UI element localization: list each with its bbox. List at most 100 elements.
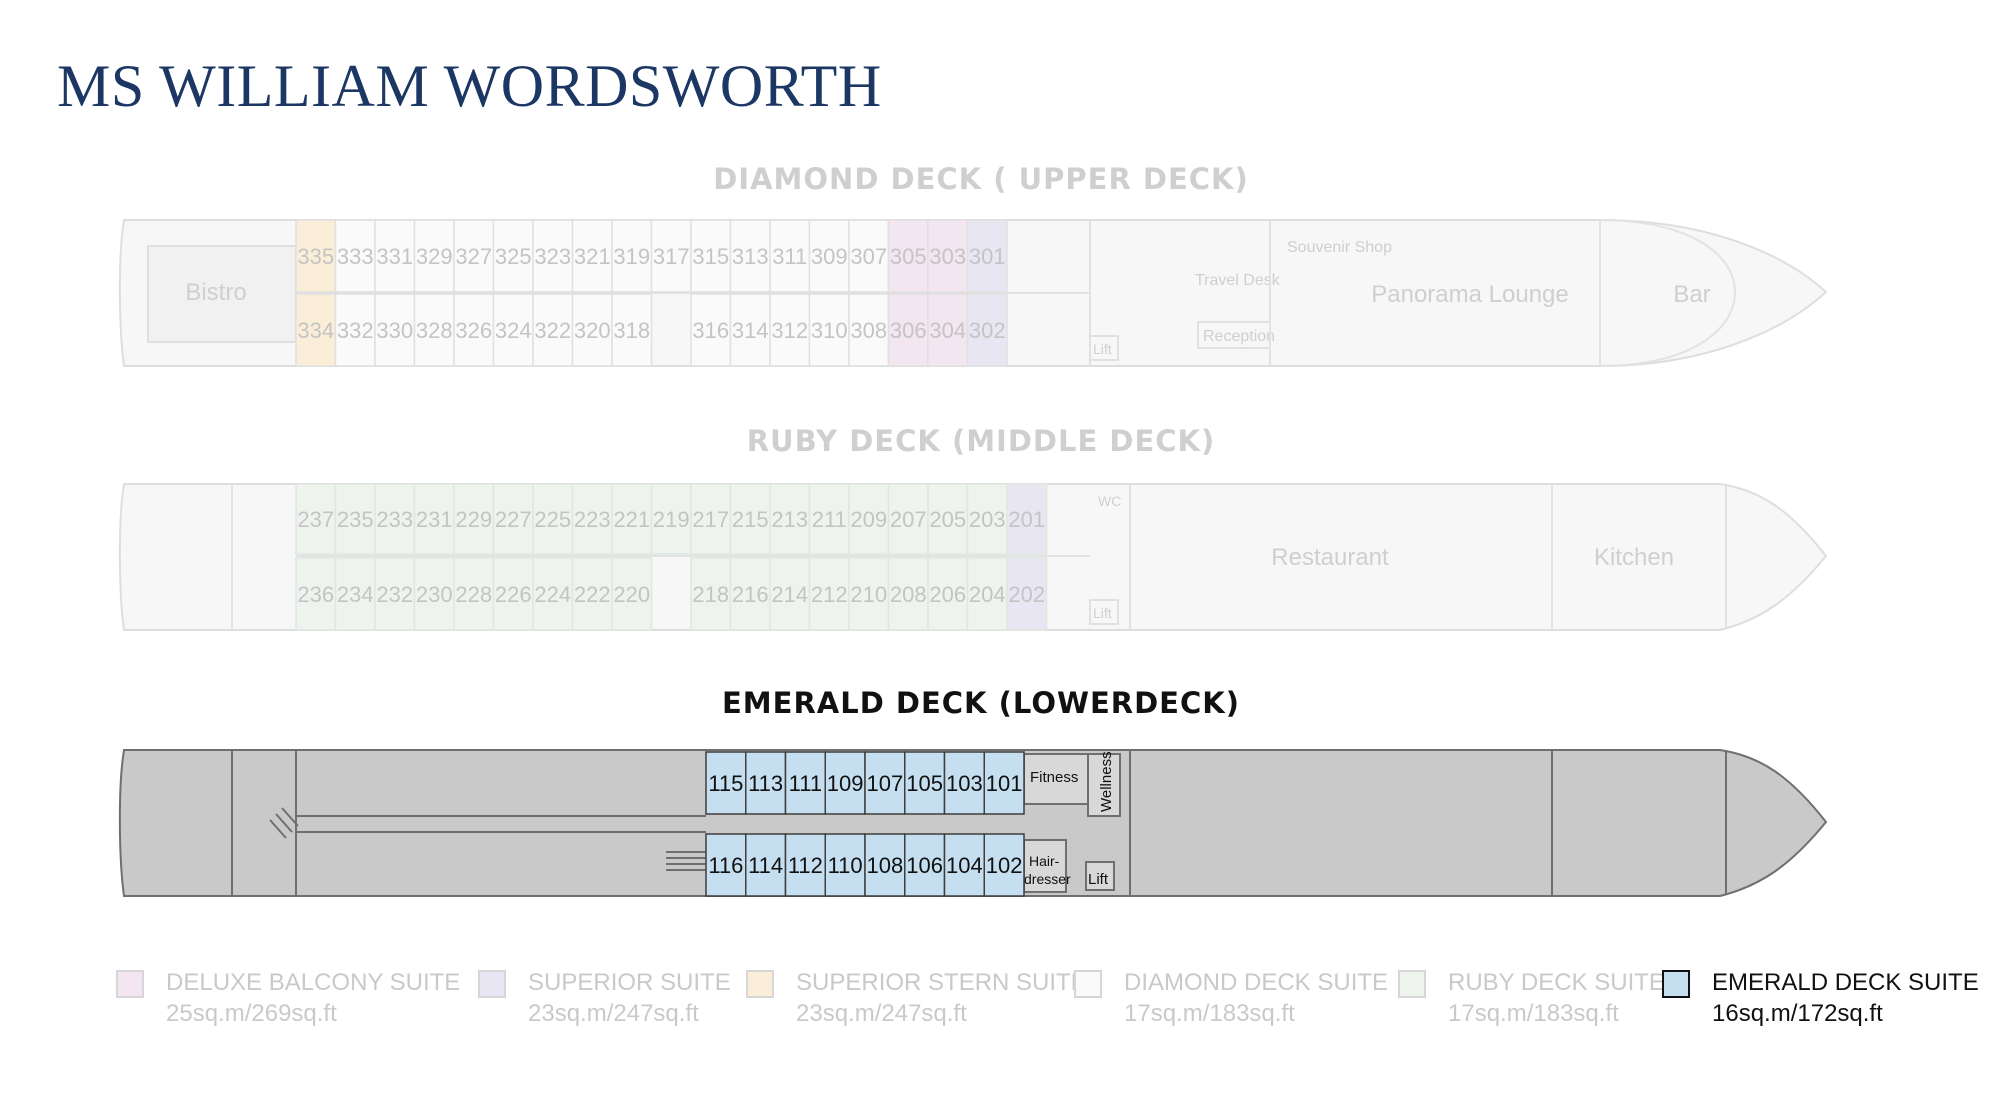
cabin-number: 223 xyxy=(574,507,611,532)
emerald-corridor xyxy=(296,815,706,833)
cabin-number: 230 xyxy=(416,582,453,607)
cabin-number: 234 xyxy=(337,582,374,607)
cabin-334[interactable] xyxy=(295,293,337,367)
cabin-206[interactable] xyxy=(927,557,969,631)
cabin-101[interactable] xyxy=(983,751,1025,815)
cabin-318[interactable] xyxy=(611,293,653,367)
cabin-309[interactable] xyxy=(808,219,850,293)
cabin-number: 219 xyxy=(653,507,690,532)
cabin-330[interactable] xyxy=(374,293,416,367)
cabin-207[interactable] xyxy=(887,483,929,555)
kitchen-label: Kitchen xyxy=(1594,544,1674,571)
cabin-211[interactable] xyxy=(808,483,850,555)
cabin-321[interactable] xyxy=(571,219,613,293)
cabin-number: 320 xyxy=(574,318,611,343)
cabin-323[interactable] xyxy=(532,219,574,293)
cabin-306[interactable] xyxy=(887,293,929,367)
cabin-234[interactable] xyxy=(334,557,376,631)
cabin-114[interactable] xyxy=(745,833,787,897)
cabin-308[interactable] xyxy=(848,293,890,367)
cabin-number: 114 xyxy=(748,853,783,878)
cabin-222[interactable] xyxy=(571,557,613,631)
cabin-326[interactable] xyxy=(453,293,495,367)
cabin-310[interactable] xyxy=(808,293,850,367)
cabin-223[interactable] xyxy=(571,483,613,555)
legend-name: DELUXE BALCONY SUITE xyxy=(166,969,461,996)
cabin-307[interactable] xyxy=(848,219,890,293)
legend-swatch xyxy=(116,970,144,998)
cabin-312[interactable] xyxy=(769,293,811,367)
cabin-322[interactable] xyxy=(532,293,574,367)
cabin-220[interactable] xyxy=(611,557,653,631)
cabin-332[interactable] xyxy=(334,293,376,367)
cabin-218[interactable] xyxy=(690,557,732,631)
cabin-216[interactable] xyxy=(729,557,771,631)
cabin-number: 101 xyxy=(986,771,1023,796)
cabin-105[interactable] xyxy=(904,751,946,815)
cabin-311[interactable] xyxy=(769,219,811,293)
cabin-215[interactable] xyxy=(729,483,771,555)
cabin-324[interactable] xyxy=(492,293,534,367)
aft-stair xyxy=(269,807,299,839)
cabin-number: 311 xyxy=(772,244,807,269)
cabin-number: 208 xyxy=(890,582,927,607)
cabin-number: 236 xyxy=(297,582,334,607)
cabin-202[interactable] xyxy=(1006,557,1048,631)
hairdresser-label: Hair- xyxy=(1029,853,1060,869)
cabin-333[interactable] xyxy=(334,219,376,293)
cabin-209[interactable] xyxy=(848,483,890,555)
cabin-214[interactable] xyxy=(769,557,811,631)
cabin-235[interactable] xyxy=(334,483,376,555)
cabin-number: 111 xyxy=(789,771,822,796)
cabin-228[interactable] xyxy=(453,557,495,631)
cabin-201[interactable] xyxy=(1006,483,1048,555)
lift-label: Lift xyxy=(1093,605,1112,621)
cabin-number: 206 xyxy=(929,582,966,607)
cabin-111[interactable] xyxy=(784,751,826,815)
cabin-number: 202 xyxy=(1008,582,1045,607)
cabin-325[interactable] xyxy=(492,219,534,293)
cabin-number: 205 xyxy=(929,507,966,532)
cabin-106[interactable] xyxy=(904,833,946,897)
cabin-302[interactable] xyxy=(966,293,1008,367)
cabin-108[interactable] xyxy=(864,833,906,897)
cabin-217[interactable] xyxy=(690,483,732,555)
cabin-205[interactable] xyxy=(927,483,969,555)
cabin-327[interactable] xyxy=(453,219,495,293)
cabin-221[interactable] xyxy=(611,483,653,555)
cabin-number: 321 xyxy=(574,244,611,269)
cabin-204[interactable] xyxy=(966,557,1008,631)
cabin-212[interactable] xyxy=(808,557,850,631)
cabin-number: 204 xyxy=(969,582,1006,607)
cabin-102[interactable] xyxy=(983,833,1025,897)
cabin-110[interactable] xyxy=(824,833,866,897)
cabin-305[interactable] xyxy=(887,219,929,293)
cabin-225[interactable] xyxy=(532,483,574,555)
cabin-229[interactable] xyxy=(453,483,495,555)
cabin-104[interactable] xyxy=(943,833,985,897)
cabin-210[interactable] xyxy=(848,557,890,631)
cabin-231[interactable] xyxy=(413,483,455,555)
cabin-number: 222 xyxy=(574,582,611,607)
cabin-237[interactable] xyxy=(295,483,337,555)
panorama-lounge-label: Panorama Lounge xyxy=(1371,281,1568,308)
cabin-303[interactable] xyxy=(927,219,969,293)
cabin-number: 328 xyxy=(416,318,453,343)
cabin-number: 110 xyxy=(828,853,863,878)
cabin-203[interactable] xyxy=(966,483,1008,555)
cabin-314[interactable] xyxy=(729,293,771,367)
cabin-number: 221 xyxy=(613,507,650,532)
legend-name: RUBY DECK SUITE xyxy=(1448,969,1665,996)
hairdresser-room xyxy=(1023,839,1067,893)
emerald-hull xyxy=(118,749,1828,897)
cabin-232[interactable] xyxy=(374,557,416,631)
cabin-number: 231 xyxy=(416,507,453,532)
cabin-316[interactable] xyxy=(690,293,732,367)
cabin-301[interactable] xyxy=(966,219,1008,293)
cabin-315[interactable] xyxy=(690,219,732,293)
cabin-number: 329 xyxy=(416,244,453,269)
cabin-115[interactable] xyxy=(705,751,747,815)
